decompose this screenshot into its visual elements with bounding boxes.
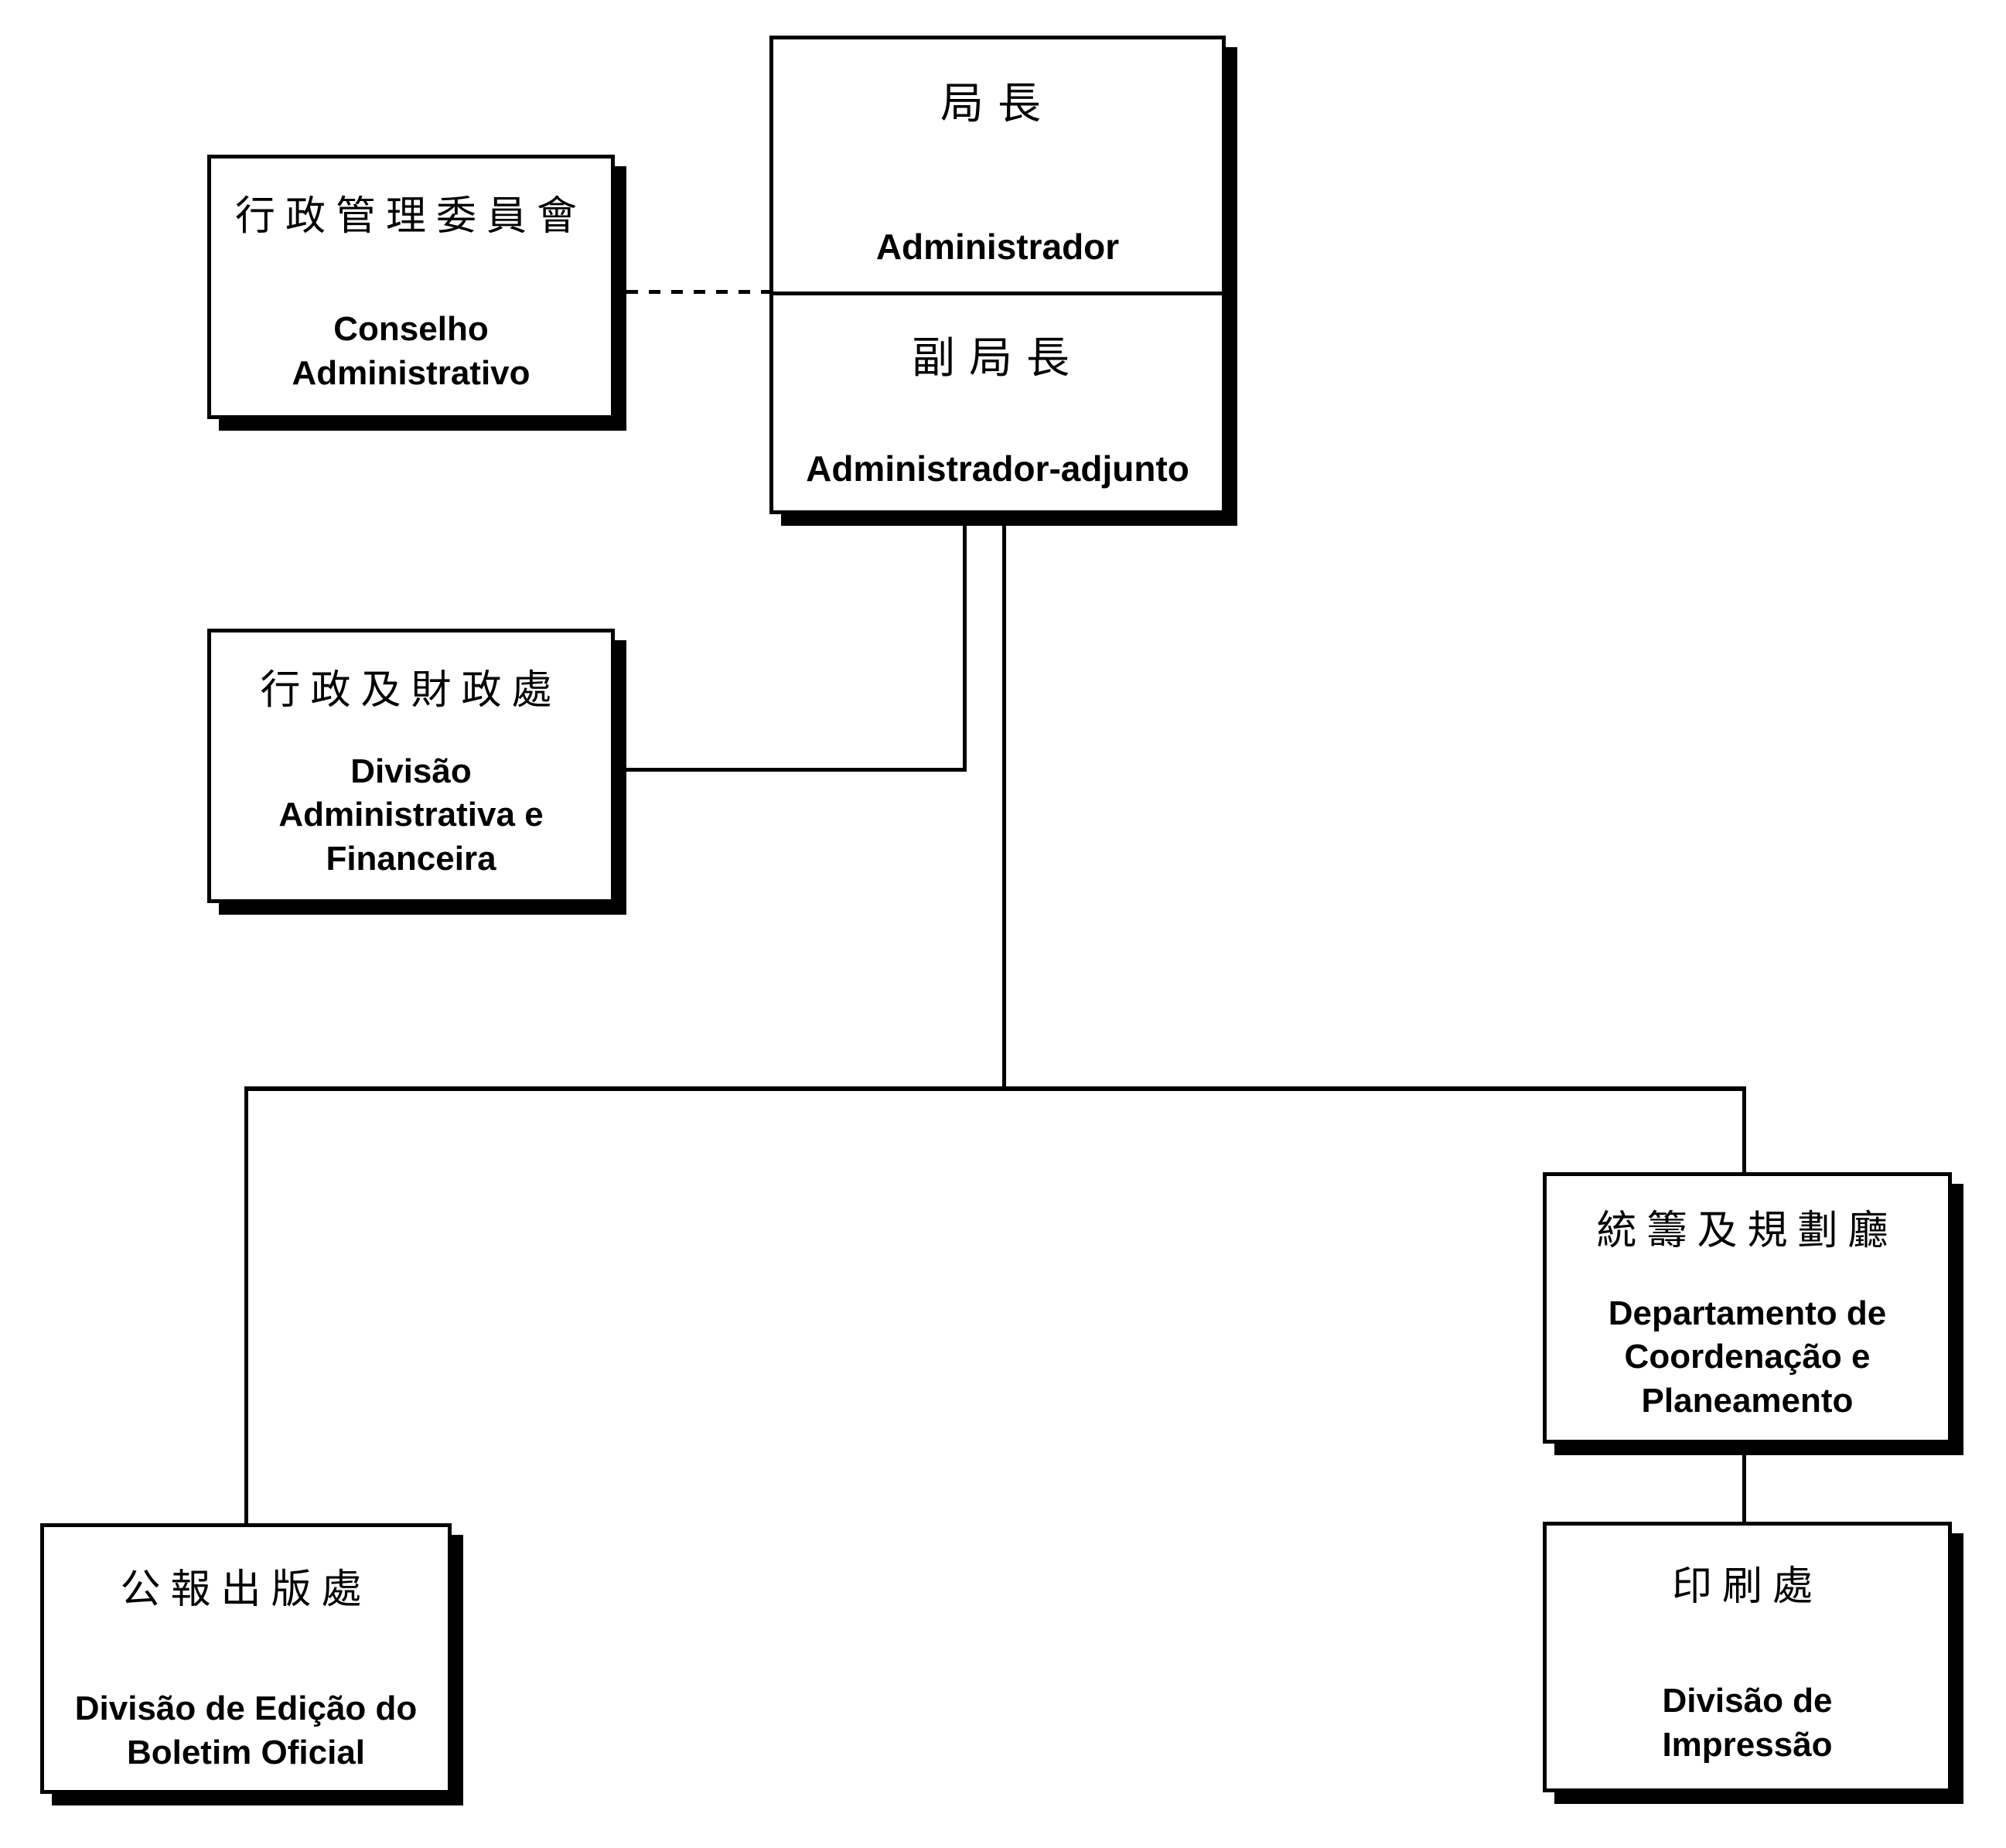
node-bulletin-edition-division: 公報出版處 Divisão de Edição do Boletim Ofici… — [40, 1523, 452, 1794]
node-administrative-council: 行政管理委員會 Conselho Administrativo — [207, 155, 615, 419]
node-printing-division: 印刷處 Divisão de Impressão — [1543, 1522, 1952, 1792]
administrative-financial-division-pt-line: Divisão — [350, 752, 472, 791]
connector-dashed-council-administrator — [626, 290, 769, 294]
node-administrative-financial-division: 行政及財政處 Divisão Administrativa e Financei… — [207, 629, 615, 903]
coordination-planning-department-title-zh: 統籌及規劃廳 — [1596, 1209, 1899, 1253]
printing-division-pt-line: Divisão de — [1662, 1682, 1833, 1720]
administrative-council-pt-line: Administrativo — [292, 353, 530, 392]
deputy-administrator-title-pt: Administrador-adjunto — [806, 448, 1189, 489]
connector-vertical-coordination-department — [1742, 1086, 1746, 1172]
bulletin-edition-division-title-pt: Divisão de Edição do Boletim Oficial — [75, 1687, 418, 1775]
connector-vertical-bulletin-division — [244, 1086, 248, 1523]
administrator-title-pt: Administrador — [875, 227, 1120, 268]
administrative-financial-division-pt-line: Financeira — [326, 839, 496, 878]
coordination-planning-department-pt-line: Planeamento — [1641, 1381, 1854, 1420]
coordination-planning-department-pt-line: Coordenação e — [1624, 1338, 1871, 1376]
connector-horizontal-distribution — [244, 1086, 1746, 1091]
coordination-planning-department-title-pt: Departamento de Coordenação e Planeament… — [1609, 1292, 1886, 1423]
coordination-planning-department-pt-line: Departamento de — [1608, 1294, 1887, 1333]
deputy-administrator-title-zh: 副局長 — [912, 333, 1083, 382]
administrative-financial-division-title-zh: 行政及財政處 — [260, 668, 562, 713]
node-deputy-administrator: 副局長 Administrador-adjunto — [773, 295, 1222, 510]
connector-horizontal-adminfin — [626, 768, 967, 772]
printing-division-title-pt: Divisão de Impressão — [1662, 1679, 1832, 1767]
node-coordination-planning-department: 統籌及規劃廳 Departamento de Coordenação e Pla… — [1543, 1172, 1952, 1444]
administrator-title-zh: 局長 — [940, 79, 1055, 128]
bulletin-edition-division-title-zh: 公報出版處 — [120, 1567, 372, 1612]
bulletin-edition-division-pt-line: Boletim Oficial — [126, 1733, 366, 1771]
printing-division-title-zh: 印刷處 — [1671, 1564, 1823, 1609]
administrative-financial-division-title-pt: Divisão Administrativa e Financeira — [278, 750, 543, 881]
connector-vertical-administrator-main — [1002, 514, 1006, 1091]
administrative-council-pt-line: Conselho — [333, 310, 489, 349]
administrative-council-title-zh: 行政管理委員會 — [234, 194, 587, 239]
bulletin-edition-division-pt-line: Divisão de Edição do — [74, 1689, 418, 1728]
connector-vertical-administrator-adminfin — [963, 514, 967, 772]
node-administrator-deputy: 局長 Administrador 副局長 Administrador-adjun… — [769, 36, 1226, 514]
administrative-financial-division-pt-line: Administrativa e — [278, 796, 544, 834]
connector-vertical-coordination-printing — [1742, 1441, 1746, 1522]
node-administrator: 局長 Administrador — [773, 39, 1222, 295]
printing-division-pt-line: Impressão — [1662, 1725, 1833, 1764]
administrative-council-title-pt: Conselho Administrativo — [292, 308, 530, 395]
